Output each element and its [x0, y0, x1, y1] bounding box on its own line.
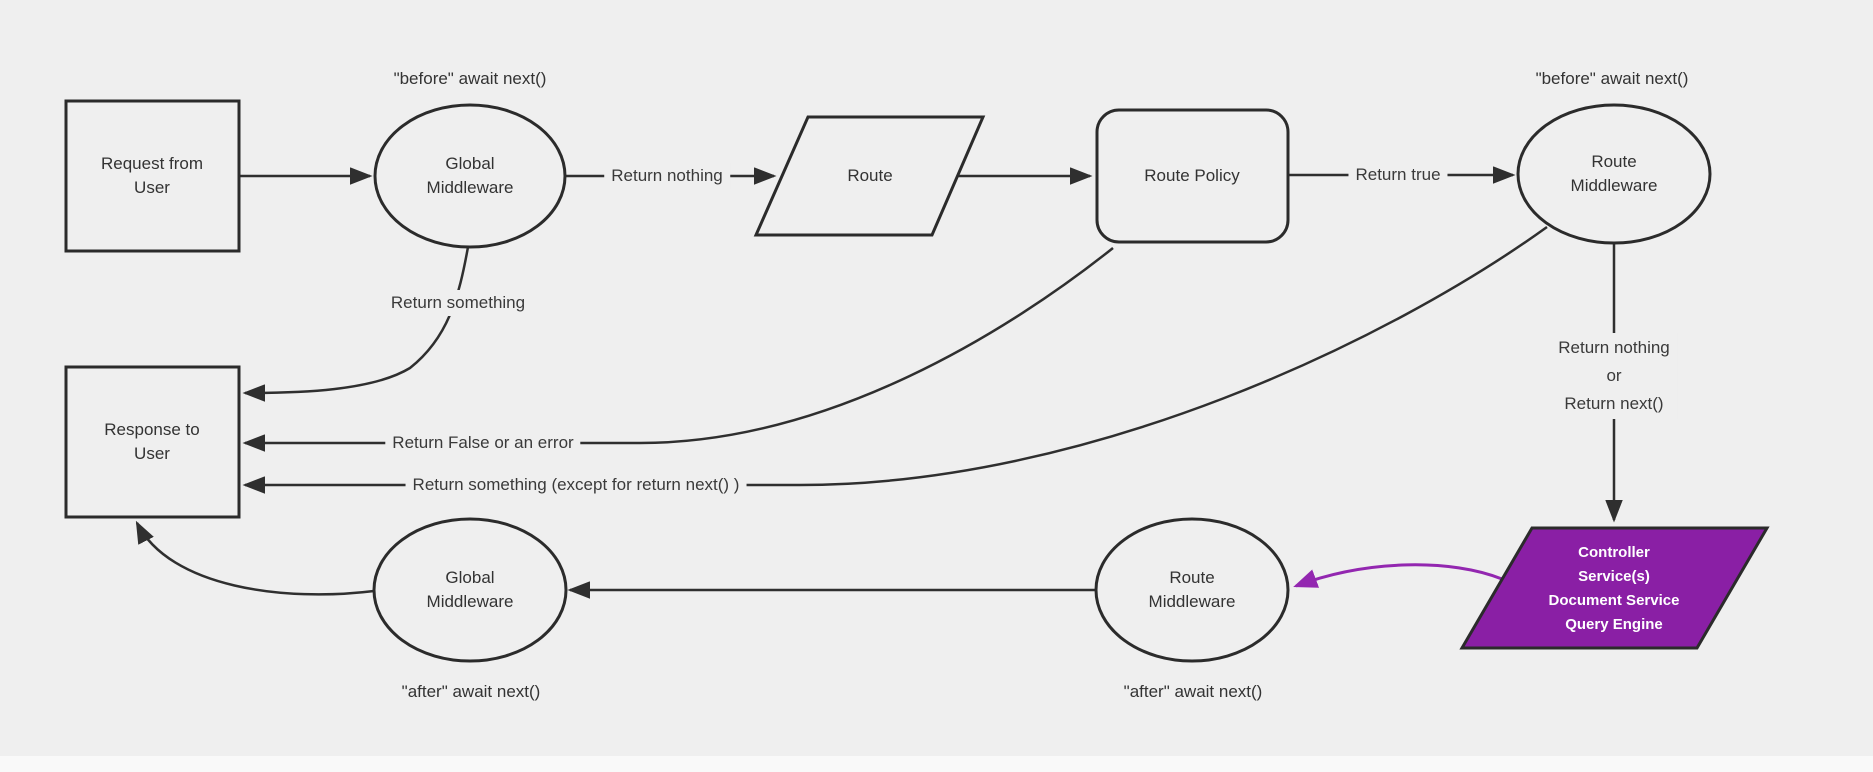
after-await-right-label: "after" await next() [1123, 682, 1263, 701]
edge-group [135, 166, 1623, 599]
route-node-label: Route [847, 166, 893, 185]
return-true-label: Return true [1348, 162, 1448, 188]
edge-global-to-response [135, 520, 375, 596]
edge-routemw-return-something-except [242, 225, 1548, 494]
controller-node-shape [1459, 526, 1770, 650]
controller-node-label: Controller Service(s) Document Service Q… [1548, 544, 1680, 633]
node-shape-group [64, 99, 1770, 663]
edge-policy-return-false [242, 247, 1114, 452]
route-middleware-bottom-label: Route Middleware [1148, 568, 1236, 611]
global-middleware-top-shape [373, 103, 567, 249]
global-middleware-bottom-label: Global Middleware [426, 568, 514, 611]
return-something-except-label: Return something (except for return next… [405, 472, 747, 498]
route-middleware-bottom-shape [1094, 517, 1290, 663]
request-node-label: Request from User [100, 154, 204, 197]
global-middleware-bottom-shape [372, 517, 568, 663]
route-policy-shape [1095, 108, 1290, 244]
return-something-label: Return something [383, 290, 533, 316]
return-false-label: Return False or an error [385, 430, 581, 456]
route-middleware-top-label: Route Middleware [1570, 152, 1658, 195]
return-nothing-or-next-label: Return nothing or Return next() [1551, 333, 1677, 419]
route-policy-label: Route Policy [1144, 166, 1240, 185]
response-node-label: Response to User [104, 420, 200, 463]
route-middleware-top-shape [1516, 103, 1712, 245]
after-await-left-label: "after" await next() [401, 682, 541, 701]
before-await-left-label: "before" await next() [393, 69, 547, 88]
page-bottom-band [0, 756, 1873, 772]
route-node-shape [753, 115, 986, 237]
return-nothing-label: Return nothing [604, 163, 730, 189]
response-node-shape [64, 365, 241, 519]
before-await-right-label: "before" await next() [1535, 69, 1689, 88]
edge-controller-to-routemw-purple [1293, 563, 1503, 588]
edge-global-return-something [242, 246, 470, 402]
request-node-shape [64, 99, 241, 253]
global-middleware-top-label: Global Middleware [426, 154, 514, 197]
